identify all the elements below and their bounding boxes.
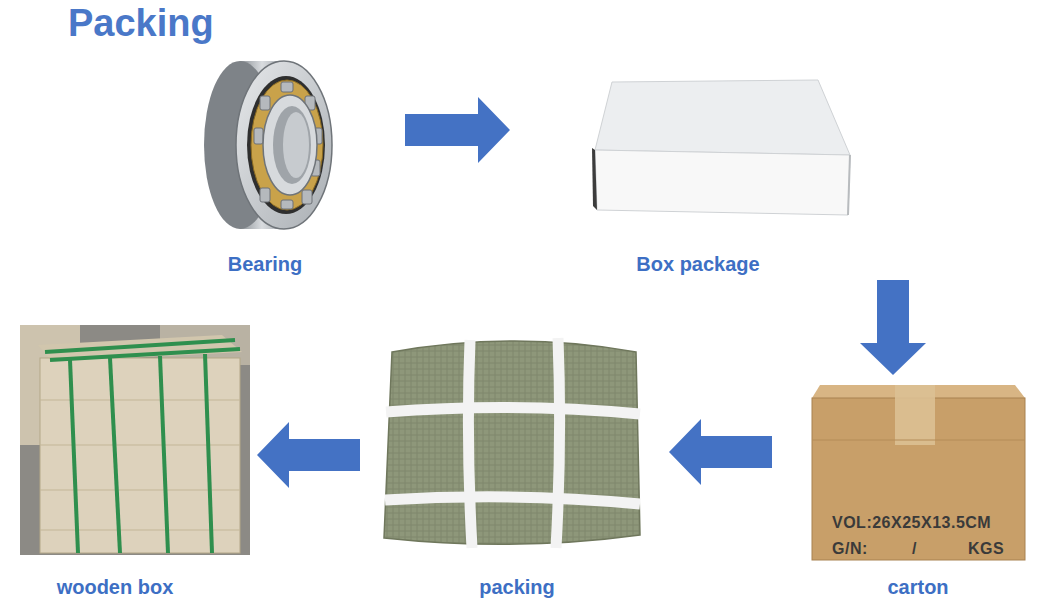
step-caption: packing [479,575,555,599]
packing-step: Box package [585,60,905,280]
flow-arrow [860,280,926,375]
flow-arrow [669,419,772,485]
packing-step: wooden box [15,318,257,603]
packing-step: packing [375,330,647,603]
packing-step: carton [805,378,1037,603]
flow-arrow [257,422,360,488]
title: Packing [68,0,214,46]
carton-marking: G/N: [832,540,868,558]
step-caption: carton [887,575,948,599]
flow-arrow [405,97,510,163]
step-caption: wooden box [57,575,174,599]
bag-illustration [384,338,640,548]
carton-marking: VOL:26X25X13.5CM [832,514,991,532]
step-caption: Bearing [228,252,302,276]
packing-step: Bearing [195,55,345,280]
step-caption: Box package [636,252,759,276]
carton-illustration [812,385,1025,560]
carton-marking: / [912,540,917,558]
box-illustration [592,80,850,215]
bearing-illustration [204,61,332,229]
wooden-box-illustration [20,325,250,555]
carton-marking: KGS [968,540,1004,558]
